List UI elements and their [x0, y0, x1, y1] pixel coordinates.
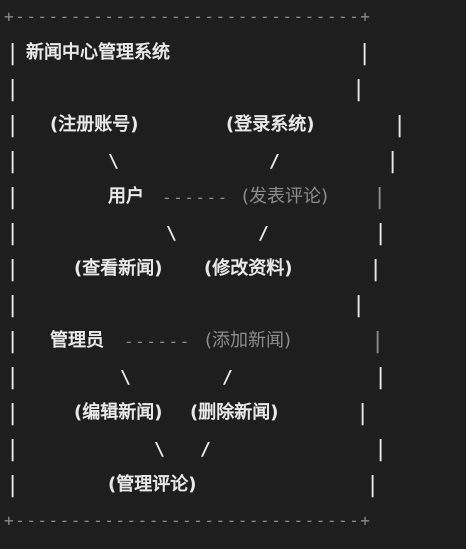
- connector-back: \: [166, 223, 177, 244]
- user-dash: ------: [162, 188, 229, 207]
- left-bar: |: [6, 113, 20, 138]
- node-delete-news: (删除新闻): [190, 402, 279, 423]
- connector-back: \: [120, 367, 131, 388]
- connector-fwd: /: [258, 223, 269, 244]
- left-bar: |: [6, 77, 20, 102]
- right-bar: |: [352, 293, 366, 318]
- left-bar: |: [6, 293, 20, 318]
- left-bar: |: [6, 401, 20, 426]
- left-bar: |: [6, 185, 20, 210]
- node-edit-profile: (修改资料): [204, 258, 293, 279]
- node-edit-news: (编辑新闻): [74, 402, 163, 423]
- right-bar: |: [366, 473, 380, 498]
- right-bar: |: [374, 221, 388, 246]
- node-add-news: (添加新闻): [205, 330, 292, 351]
- left-bar: |: [6, 221, 20, 246]
- right-bar: |: [352, 77, 366, 102]
- left-bar: |: [6, 149, 20, 174]
- left-bar: |: [6, 257, 20, 282]
- left-bar: |: [6, 437, 20, 462]
- node-login: (登录系统): [226, 114, 315, 135]
- connector-fwd: /: [269, 151, 280, 172]
- left-bar: |: [6, 473, 20, 498]
- admin-dash: ------: [124, 332, 191, 351]
- right-bar: |: [373, 185, 387, 210]
- top-border: +-------------------------------+: [4, 7, 372, 26]
- right-bar: |: [374, 365, 388, 390]
- left-bar: |: [6, 329, 20, 354]
- right-bar: |: [369, 257, 383, 282]
- bottom-border: +-------------------------------+: [4, 511, 372, 530]
- connector-fwd: /: [222, 367, 233, 388]
- node-user: 用户: [108, 186, 144, 207]
- diagram-title: 新闻中心管理系统: [26, 42, 170, 63]
- node-manage-comments: (管理评论): [108, 474, 197, 495]
- connector-back: \: [108, 151, 119, 172]
- right-bar: |: [371, 329, 385, 354]
- connector-back: \: [154, 439, 165, 460]
- right-bar: |: [386, 149, 400, 174]
- left-bar: |: [6, 365, 20, 390]
- connector-fwd: /: [200, 439, 211, 460]
- right-bar: |: [374, 437, 388, 462]
- node-publish-comment: (发表评论): [242, 186, 329, 207]
- node-view-news: (查看新闻): [74, 258, 163, 279]
- right-bar: |: [393, 113, 407, 138]
- right-bar: |: [358, 41, 372, 66]
- left-bar: |: [6, 41, 20, 66]
- node-admin: 管理员: [50, 330, 104, 351]
- right-bar: |: [356, 401, 370, 426]
- node-register: (注册账号): [50, 114, 139, 135]
